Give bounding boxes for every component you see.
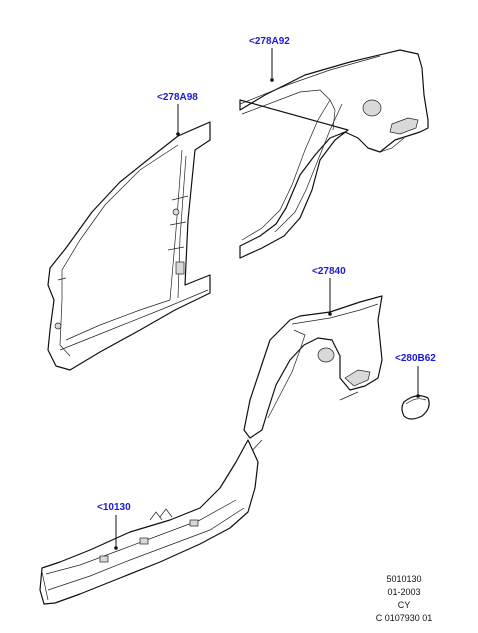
- leader-lines: [114, 48, 420, 550]
- a-pillar-side-frame[interactable]: [47, 121, 211, 371]
- rear-quarter-panel-lower[interactable]: [239, 295, 383, 471]
- callout-quarter-panel-upper[interactable]: <278A92: [249, 36, 290, 47]
- rear-quarter-panel-upper[interactable]: [239, 49, 429, 259]
- callout-fuel-door[interactable]: <280B62: [395, 353, 436, 364]
- reference-date: 01-2003: [387, 587, 421, 597]
- reference-code: CY: [397, 600, 411, 610]
- reference-number: 5010130: [386, 574, 422, 584]
- reference-id: C 0107930 01: [375, 613, 433, 623]
- fuel-filler-door[interactable]: [401, 395, 430, 420]
- callout-sill[interactable]: <10130: [97, 502, 131, 513]
- sill-rocker-panel[interactable]: [39, 439, 259, 605]
- callout-quarter-panel-lower[interactable]: <27840: [312, 266, 346, 277]
- callout-a-pillar[interactable]: <278A98: [157, 92, 198, 103]
